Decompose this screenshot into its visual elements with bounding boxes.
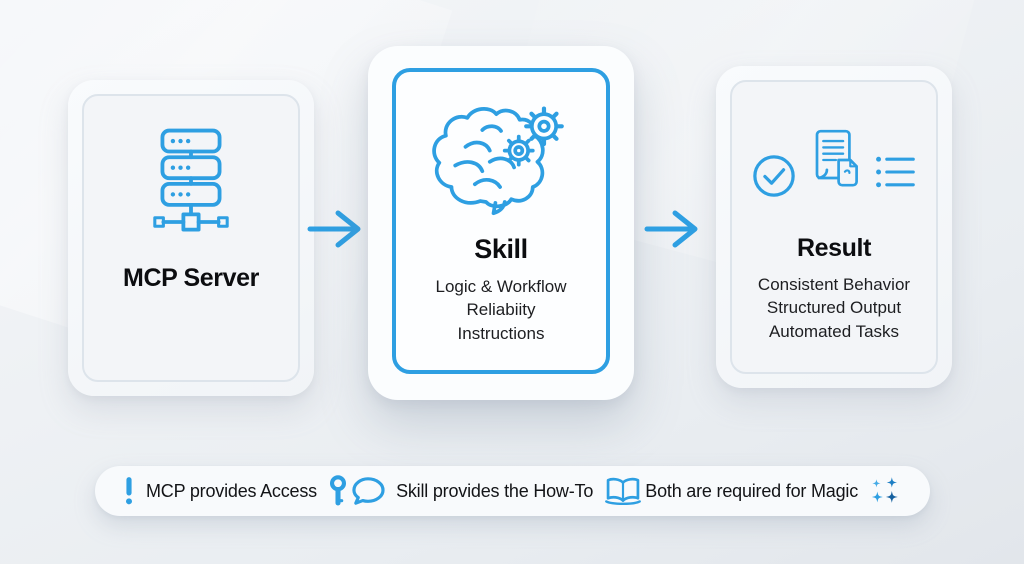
right-arrow-icon: [644, 210, 698, 248]
skill-line: Logic & Workflow: [435, 277, 567, 296]
document-tag-icon: [808, 129, 862, 191]
skill-line: Reliabiity: [466, 300, 536, 320]
exclamation-icon: [123, 476, 135, 506]
result-card: Result Consistent Behavior Structured Ou…: [716, 66, 952, 388]
result-card-inner: Result Consistent Behavior Structured Ou…: [730, 80, 938, 374]
check-circle-icon: [752, 154, 796, 198]
footer-item-skill: Skill provides the How-To: [351, 476, 642, 507]
skill-card-inner: Skill Logic & Workflow Reliabiity Instru…: [392, 68, 610, 374]
footer-text-mcp: MCP provides Access: [146, 480, 317, 501]
footer-item-mcp: MCP provides Access: [123, 474, 348, 508]
skill-line: Instructions: [457, 323, 545, 343]
result-description: Consistent Behavior Structured Output Au…: [758, 273, 910, 343]
result-line: Automated Tasks: [768, 321, 900, 341]
speech-bubble-icon: [351, 476, 385, 506]
footer-text-magic: Both are required for Magic: [645, 480, 858, 501]
footer-legend-bar: MCP provides Access Skill provides the H…: [95, 466, 930, 516]
mcp-server-card: MCP Server: [68, 80, 314, 396]
result-line: Consistent Behavior: [757, 275, 911, 294]
brain-gears-icon: [426, 102, 576, 216]
server-stack-icon: [151, 126, 231, 238]
sparkles-icon: [869, 476, 902, 506]
mcp-server-card-inner: MCP Server: [82, 94, 300, 382]
result-line: Structured Output: [766, 298, 902, 318]
footer-item-magic: Both are required for Magic: [645, 476, 902, 506]
result-title: Result: [796, 234, 871, 262]
skill-card: Skill Logic & Workflow Reliabiity Instru…: [368, 46, 634, 400]
key-icon: [328, 474, 348, 508]
open-book-icon: [604, 476, 642, 507]
right-arrow-icon: [307, 210, 361, 248]
mcp-server-title: MCP Server: [123, 264, 259, 292]
result-icons-row: [752, 124, 916, 204]
footer-text-skill: Skill provides the How-To: [396, 480, 594, 501]
skill-title: Skill: [474, 234, 528, 264]
skill-description: Logic & Workflow Reliabiity Instructions: [435, 275, 566, 345]
checklist-icon: [874, 153, 916, 191]
